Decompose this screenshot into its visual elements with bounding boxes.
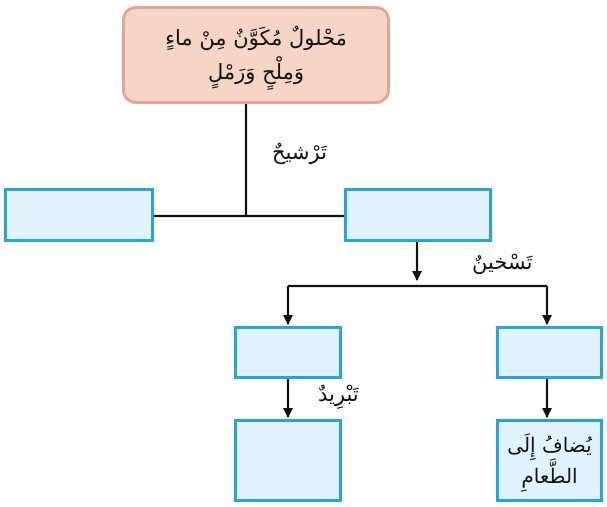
- added-line-1: يُضافُ إِلَى: [507, 432, 592, 457]
- left-branch-blank-box[interactable]: [234, 326, 342, 379]
- residue-blank-box[interactable]: [4, 188, 154, 242]
- added-line-2: الطَّعامِ: [521, 463, 578, 488]
- cooling-label: تَبْرِيدٌ: [318, 382, 359, 406]
- mixture-line-1: مَحْلولٌ مُكَوَّنٌ مِنْ ماءٍ: [165, 26, 347, 50]
- mixture-box: مَحْلولٌ مُكَوَّنٌ مِنْ ماءٍ وَمِلْحٍ وَ…: [122, 6, 390, 104]
- mixture-line-2: وَمِلْحٍ وَرَمْلٍ: [208, 60, 305, 84]
- filtration-label: تَرْشيحٌ: [272, 140, 327, 164]
- cooling-result-blank-box[interactable]: [234, 419, 342, 502]
- added-to-food-box: يُضافُ إِلَى الطَّعامِ: [496, 419, 603, 502]
- right-branch-blank-box[interactable]: [496, 326, 603, 379]
- heating-label: تَسْخينٌ: [472, 250, 533, 274]
- filtrate-blank-box[interactable]: [344, 188, 492, 242]
